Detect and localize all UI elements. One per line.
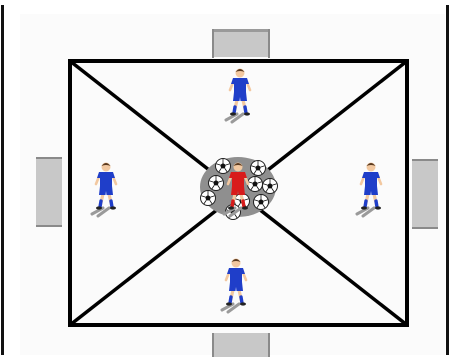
ball xyxy=(248,177,263,192)
defender-bottom xyxy=(222,259,246,313)
ball xyxy=(251,161,266,176)
goal-bottom xyxy=(213,333,269,357)
defender-right xyxy=(357,163,381,217)
defender-top xyxy=(226,69,250,123)
goal-top xyxy=(213,29,269,58)
ball xyxy=(209,176,224,191)
defender-left xyxy=(92,163,116,217)
ball xyxy=(201,191,216,206)
ball xyxy=(263,179,278,194)
goal-left xyxy=(36,158,62,226)
ball xyxy=(254,195,269,210)
ball xyxy=(216,159,231,174)
goal-right xyxy=(412,160,438,228)
